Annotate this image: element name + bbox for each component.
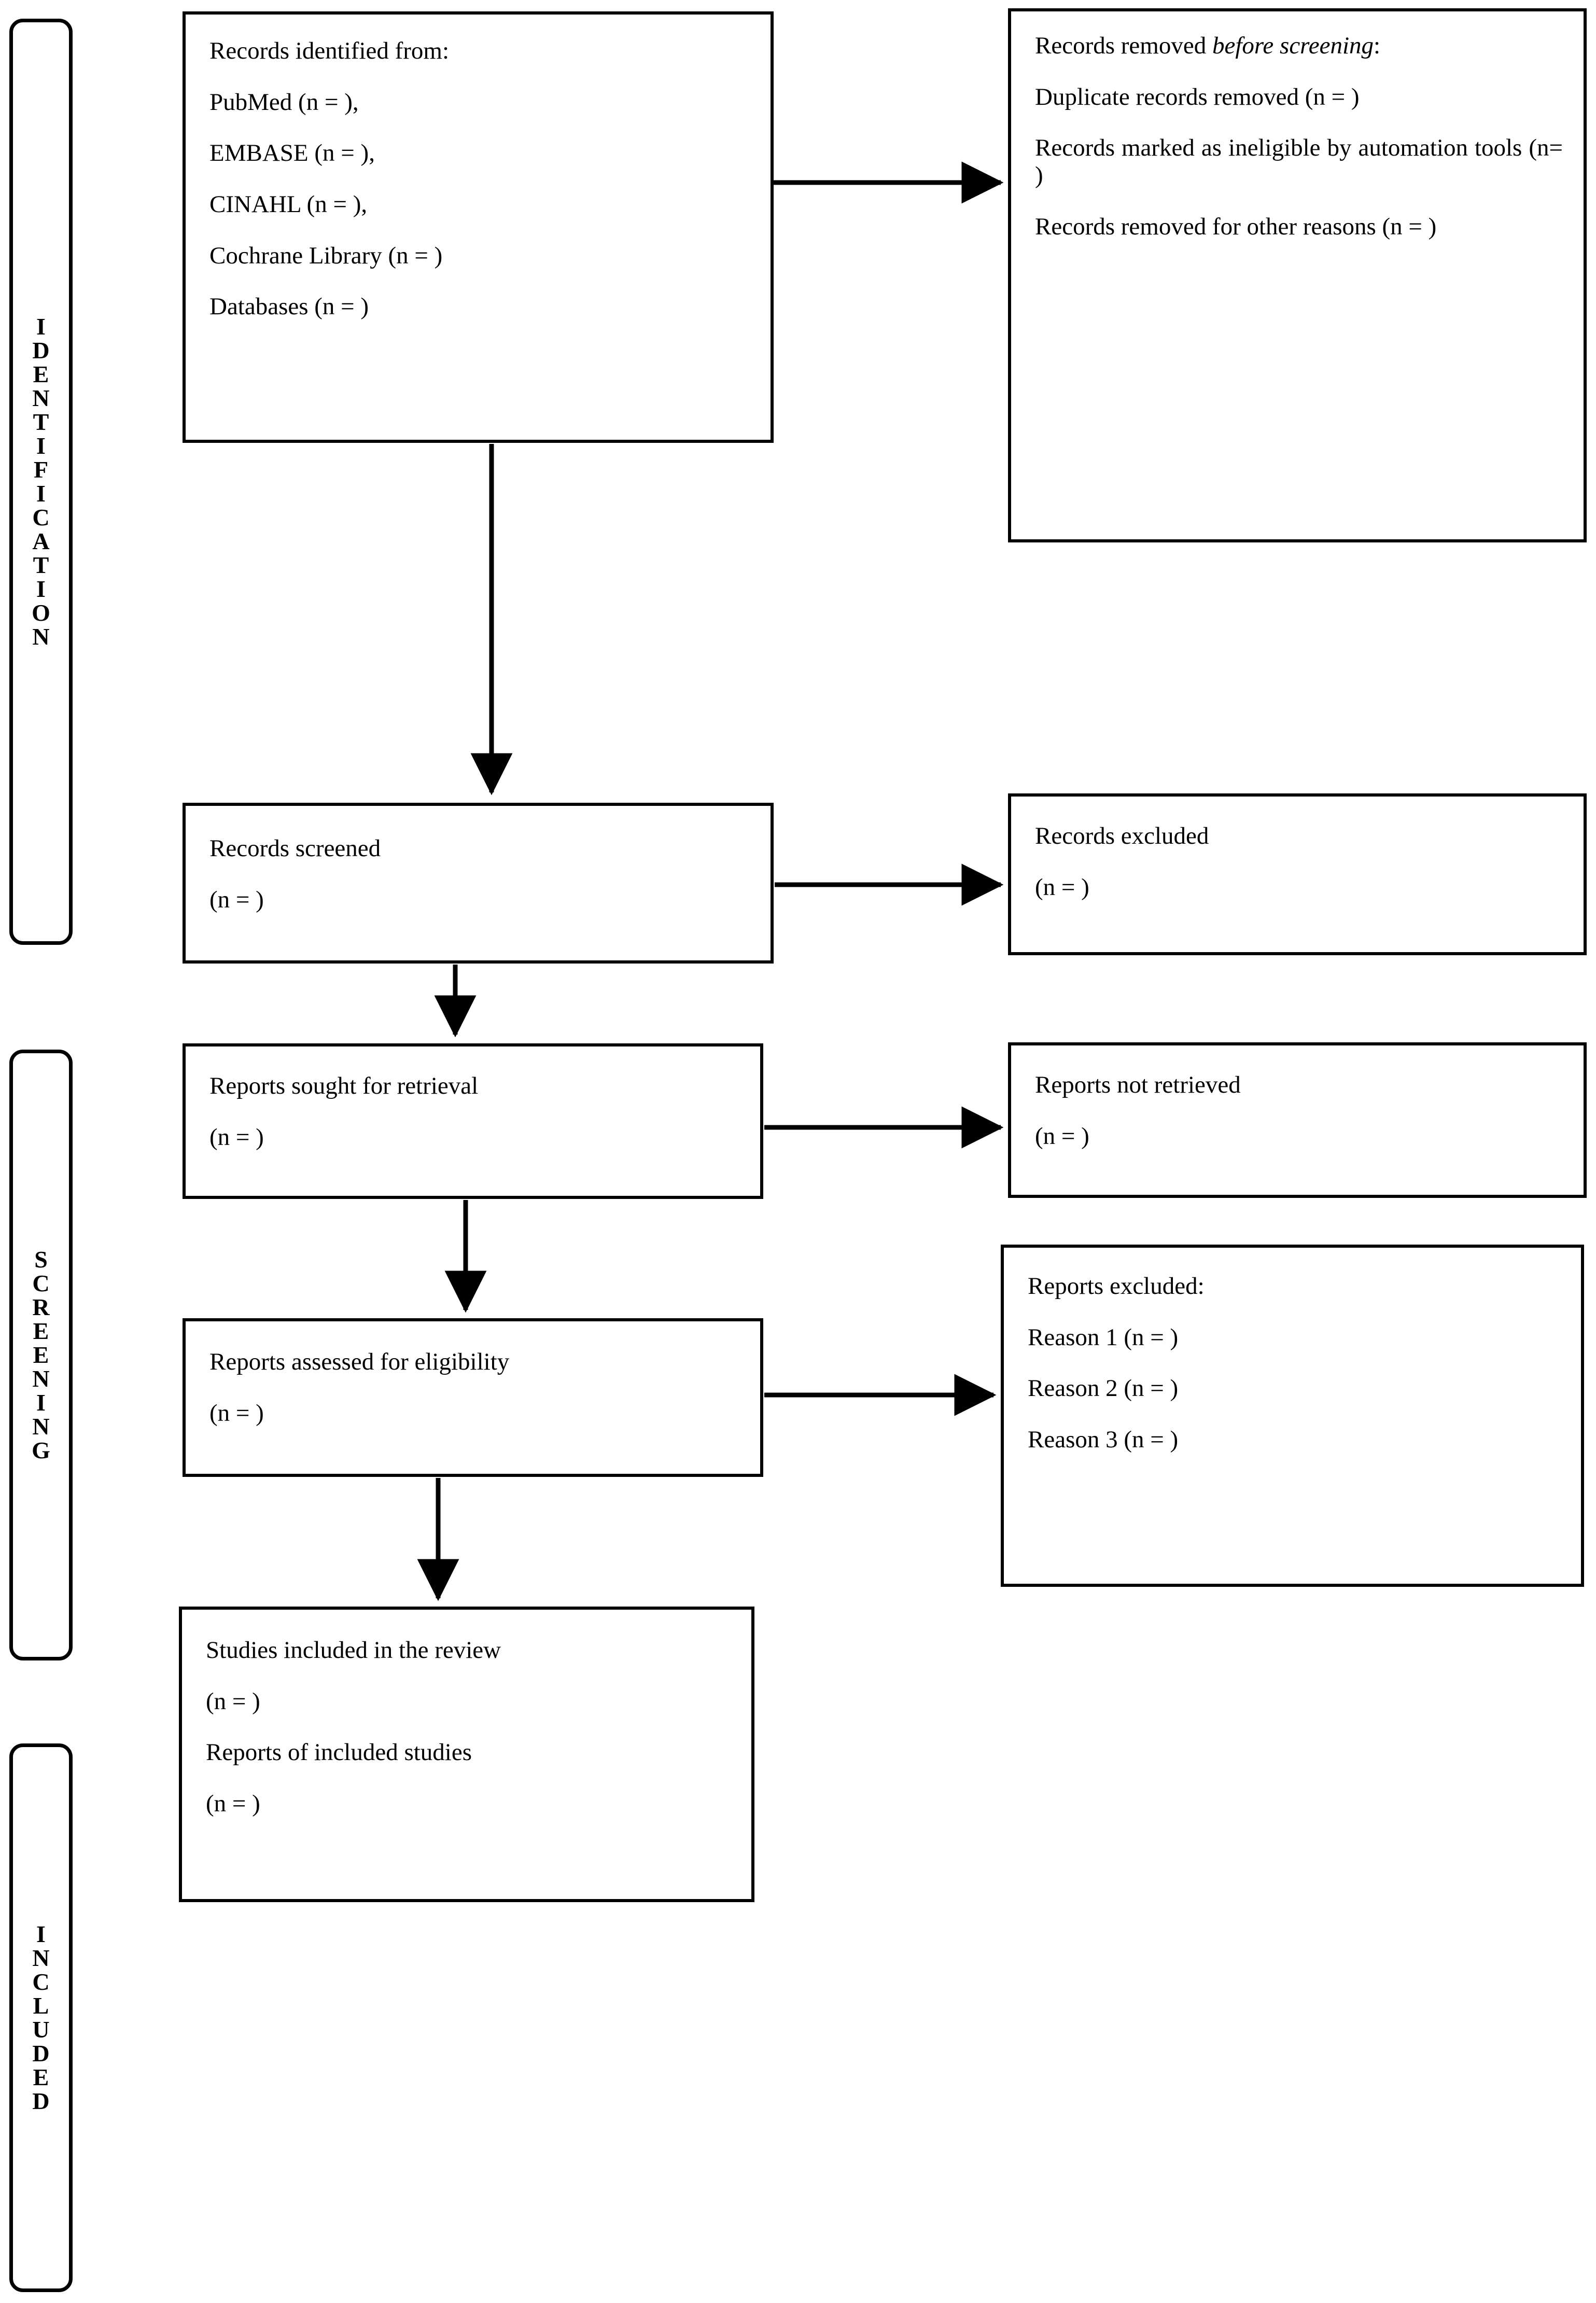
node-reports-not-retrieved: Reports not retrieved (n = ) — [1008, 1042, 1587, 1198]
studies-included-count: (n = ) — [206, 1687, 260, 1715]
reports-not-retrieved-label: Reports not retrieved — [1035, 1071, 1241, 1098]
records-identified-line: Records identified from: — [209, 37, 450, 64]
records-screened-label: Records screened — [209, 835, 381, 862]
phase-letter: N — [32, 1365, 50, 1392]
records-removed-heading: Records removed before screening: — [1035, 32, 1584, 60]
phase-letter: I — [36, 1921, 46, 1947]
phase-letter: N — [32, 1413, 50, 1440]
records-removed-line: Duplicate records removed (n = ) — [1035, 83, 1360, 110]
records-excluded-label: Records excluded — [1035, 822, 1209, 849]
reports-sought-label: Reports sought for retrieval — [209, 1072, 479, 1099]
phase-letter: C — [32, 1969, 50, 1995]
records-identified-line: EMBASE (n = ), — [209, 139, 375, 167]
phase-letter: I — [36, 576, 46, 602]
records-removed-line: Records removed for other reasons (n = ) — [1035, 213, 1437, 240]
phase-letter: R — [32, 1294, 50, 1320]
records-identified-line: Databases (n = ) — [209, 293, 369, 320]
reports-excluded-reason: Reason 2 (n = ) — [1028, 1375, 1179, 1402]
phase-rail-included: I N C L U D E D — [9, 1743, 73, 2292]
reports-of-included-studies-count: (n = ) — [206, 1790, 260, 1817]
records-identified-line: CINAHL (n = ), — [209, 190, 368, 218]
phase-rail-identification: I D E N T I F I C A T I O N — [9, 19, 73, 945]
phase-letter: T — [33, 409, 49, 435]
reports-excluded-reason: Reason 1 (n = ) — [1028, 1323, 1179, 1351]
phase-letter: T — [33, 552, 49, 578]
phase-letter: D — [32, 2088, 50, 2114]
phase-letter: L — [33, 1992, 49, 2019]
node-records-excluded: Records excluded (n = ) — [1008, 793, 1587, 955]
phase-letter: E — [33, 1318, 49, 1344]
phase-letter: O — [32, 599, 50, 626]
phase-letter: I — [36, 313, 46, 340]
records-removed-heading-italic: before screening — [1212, 32, 1374, 59]
phase-letter: A — [32, 528, 50, 554]
records-identified-line: PubMed (n = ), — [209, 88, 359, 116]
phase-letter: E — [33, 1342, 49, 1368]
reports-sought-count: (n = ) — [209, 1123, 264, 1151]
phase-letter: I — [36, 1389, 46, 1416]
phase-letter: N — [32, 623, 50, 650]
reports-assessed-label: Reports assessed for eligibility — [209, 1348, 510, 1375]
studies-included-label: Studies included in the review — [206, 1637, 501, 1664]
node-reports-sought-for-retrieval: Reports sought for retrieval (n = ) — [183, 1043, 763, 1199]
phase-letter: D — [32, 337, 50, 364]
phase-letter: N — [32, 385, 50, 411]
reports-excluded-reason: Reason 3 (n = ) — [1028, 1426, 1179, 1453]
phase-letter: C — [32, 1270, 50, 1296]
records-removed-heading-suffix: : — [1374, 32, 1381, 59]
phase-letter: F — [33, 456, 49, 483]
node-records-identified: Records identified from: PubMed (n = ), … — [183, 11, 774, 443]
phase-letter: D — [32, 2040, 50, 2067]
records-removed-line: Records marked as ineligible by automati… — [1035, 134, 1563, 189]
phase-letter: I — [36, 480, 46, 507]
records-screened-count: (n = ) — [209, 886, 264, 913]
phase-rail-screening: S C R E E N I N G — [9, 1050, 73, 1660]
reports-excluded-heading: Reports excluded: — [1028, 1273, 1205, 1300]
node-records-removed-before-screening: Records removed before screening: Duplic… — [1008, 8, 1587, 542]
phase-letter: N — [32, 1945, 50, 1971]
reports-of-included-studies-label: Reports of included studies — [206, 1739, 472, 1766]
node-studies-included: Studies included in the review (n = ) Re… — [179, 1607, 754, 1902]
phase-letter: E — [33, 361, 49, 387]
phase-letter: C — [32, 504, 50, 531]
records-identified-line: Cochrane Library (n = ) — [209, 242, 443, 269]
node-records-screened: Records screened (n = ) — [183, 803, 774, 964]
phase-letter: U — [32, 2016, 50, 2043]
phase-letter: I — [36, 432, 46, 459]
node-reports-assessed-for-eligibility: Reports assessed for eligibility (n = ) — [183, 1318, 763, 1477]
records-excluded-count: (n = ) — [1035, 873, 1089, 901]
phase-letter: S — [34, 1246, 48, 1273]
phase-letter: E — [33, 2064, 49, 2090]
reports-assessed-count: (n = ) — [209, 1399, 264, 1427]
records-removed-heading-prefix: Records removed — [1035, 32, 1212, 59]
node-reports-excluded: Reports excluded: Reason 1 (n = ) Reason… — [1001, 1245, 1584, 1587]
phase-letter: G — [32, 1437, 50, 1463]
reports-not-retrieved-count: (n = ) — [1035, 1122, 1089, 1150]
